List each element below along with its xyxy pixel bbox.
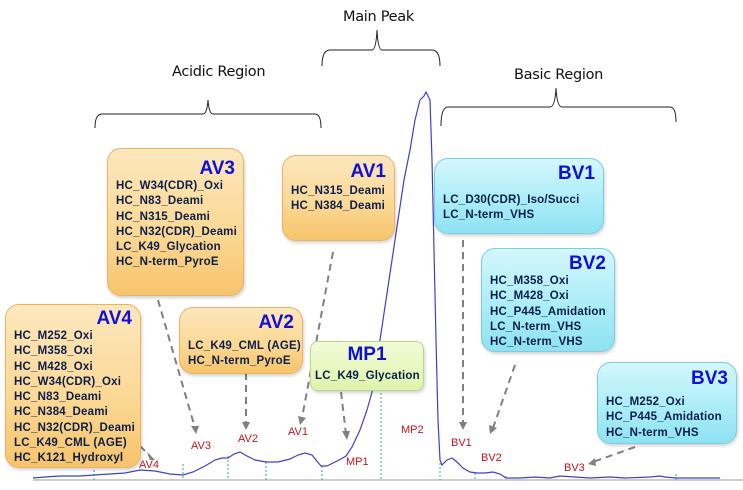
peak-label-av1: AV1 [288,426,308,438]
box-av3: AV3 HC_W34(CDR)_Oxi HC_N83_Deami HC_N315… [107,148,244,296]
peak-label-mp2: MP2 [401,424,424,436]
list-item: HC_N315_Deami [291,185,386,197]
arrow-av3 [157,299,196,429]
list-item: HC_W34(CDR)_Oxi [116,180,224,192]
peak-label-av2: AV2 [238,433,258,445]
list-item: HC_P445_Amidation [606,411,722,424]
list-item: LC_N-term_VHS [490,320,582,333]
arrowhead-icon [342,431,350,440]
box-title: BV1 [558,163,595,184]
list-item: LC_K49_CML (AGE) [14,437,127,450]
arrowhead-icon [588,458,596,466]
peak-label-mp1: MP1 [346,456,369,468]
box-title: AV1 [350,161,386,182]
modification-list: LC_K49_Glycation [315,369,420,384]
modification-list: LC_D30(CDR)_Iso/Succi LC_N-term_VHS [443,193,595,224]
arrow-bv2 [492,364,516,429]
list-item: HC_N315_Deami [116,210,211,223]
acidic-region-label: Acidic Region [172,64,266,80]
basic-region-label: Basic Region [514,67,604,83]
box-bv2: BV2 HC_M358_Oxi HC_M428_Oxi HC_P445_Amid… [481,248,615,352]
box-bv3: BV3 HC_M252_Oxi HC_P445_Amidation HC_N-t… [597,362,737,444]
list-item: LC_N-term_VHS [443,209,535,222]
list-item: HC_N83_Deami [14,391,102,404]
arrowhead-icon [147,452,155,460]
list-item: HC_M358_Oxi [14,345,93,358]
arrowhead-icon [459,422,467,430]
box-bv1: BV1 LC_D30(CDR)_Iso/Succi LC_N-term_VHS [434,158,604,234]
list-item: HC_M428_Oxi [14,360,93,373]
peak-label-av4: AV4 [139,459,159,471]
box-title: BV3 [691,368,728,389]
box-title: AV3 [199,158,235,179]
modification-list: HC_W34(CDR)_Oxi HC_N83_Deami HC_N315_Dea… [116,179,237,271]
annotation-arrows [139,240,636,463]
list-item: LC_K49_Glycation [315,370,420,382]
box-av1: AV1 HC_N315_Deami HC_N384_Deami [282,155,395,241]
arrow-av4 [139,445,151,457]
peak-label-av3: AV3 [191,440,211,452]
list-item: HC_N-term_VHS [490,336,583,349]
chromatogram-trace [32,90,720,479]
box-title: MP1 [347,344,387,365]
list-item: HC_M252_Oxi [606,396,685,408]
arrow-heads [147,416,596,466]
main-peak-label: Main Peak [343,9,414,25]
list-item: HC_M358_Oxi [490,275,569,287]
basic-region-bracket [440,87,677,127]
peak-boundaries [93,385,677,480]
list-item: LC_D30(CDR)_Iso/Succi [443,194,580,206]
list-item: HC_N32(CDR)_Deami [116,225,237,238]
box-title: BV2 [569,253,606,274]
main-peak-bracket [321,29,441,67]
list-item: LC_K49_Glycation [116,241,221,254]
box-mp1: MP1 LC_K49_Glycation [310,341,424,391]
box-av2: AV2 LC_K49_CML (AGE) HC_N-term_PyroE [179,307,303,374]
list-item: HC_N384_Deami [14,406,109,419]
arrow-mp1 [340,391,347,435]
modification-list: HC_M358_Oxi HC_M428_Oxi HC_P445_Amidatio… [490,274,606,350]
box-av4: AV4 HC_M252_Oxi HC_M358_Oxi HC_M428_Oxi … [5,304,141,468]
peak-label-bv1: BV1 [451,437,472,449]
list-item: HC_K121_Hydroxyl [14,452,124,465]
modification-list: HC_M252_Oxi HC_P445_Amidation HC_N-term_… [606,395,728,441]
list-item: HC_N384_Deami [291,200,386,213]
modification-list: HC_N315_Deami HC_N384_Deami [291,184,386,215]
peak-label-bv2: BV2 [481,452,502,464]
list-item: HC_M252_Oxi [14,330,93,342]
list-item: HC_N-term_PyroE [188,355,291,368]
modification-list: HC_M252_Oxi HC_M358_Oxi HC_M428_Oxi HC_W… [14,329,135,467]
list-item: LC_K49_CML (AGE) [188,340,301,352]
list-item: HC_P445_Amidation [490,305,606,318]
peak-label-bv3: BV3 [564,462,585,474]
list-item: HC_N32(CDR)_Deami [14,421,135,434]
list-item: HC_W34(CDR)_Oxi [14,375,122,388]
arrowhead-icon [489,425,497,434]
box-title: AV4 [96,308,132,329]
arrow-bv3 [592,446,636,463]
list-item: HC_N-term_VHS [606,426,699,439]
list-item: HC_M428_Oxi [490,290,569,303]
arrowhead-icon [242,422,250,430]
list-item: HC_N-term_PyroE [116,256,219,269]
acidic-region-bracket [94,99,322,129]
arrowhead-icon [298,416,306,425]
modification-list: LC_K49_CML (AGE) HC_N-term_PyroE [188,339,301,370]
list-item: HC_N83_Deami [116,195,204,208]
arrowhead-icon [191,426,199,434]
arrow-av1 [301,251,334,419]
box-title: AV2 [258,312,294,333]
